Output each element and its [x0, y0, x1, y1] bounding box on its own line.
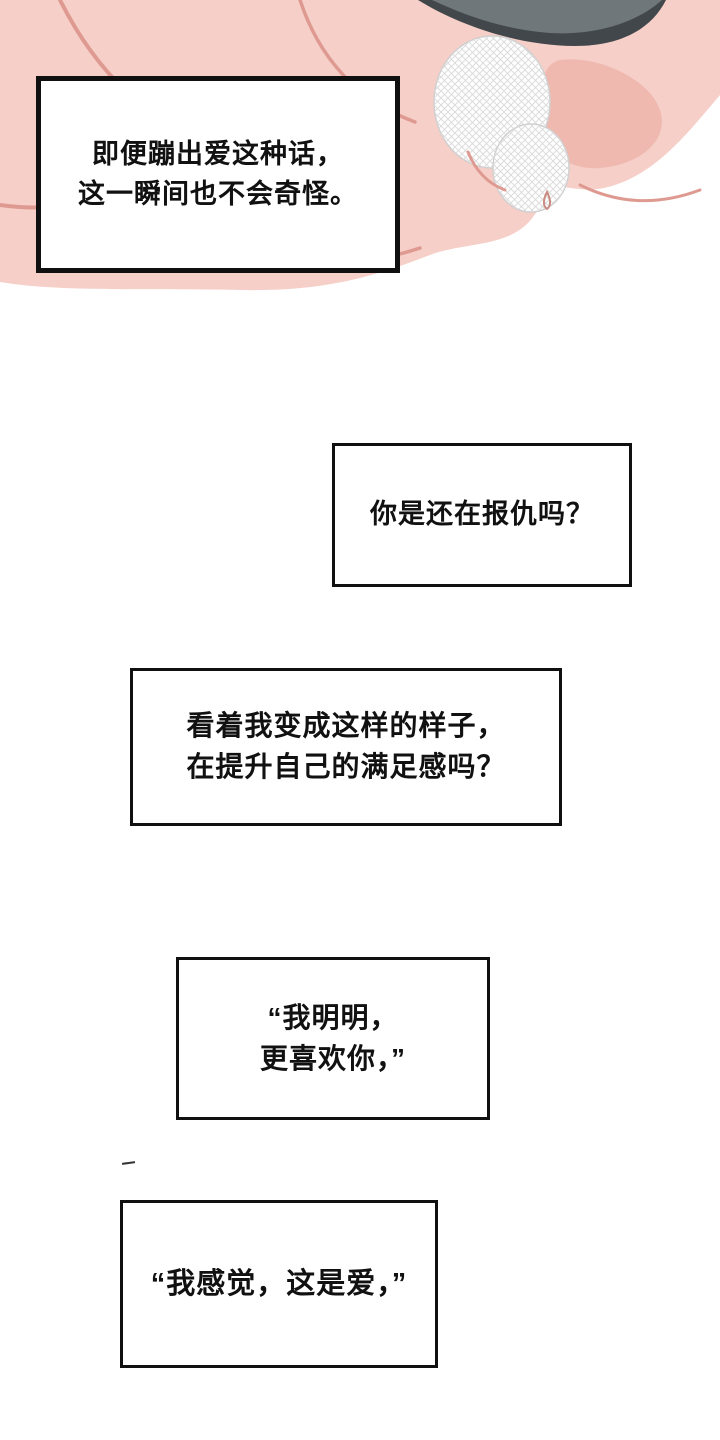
stray-pen-mark: [121, 1161, 136, 1165]
speech-box-4: “我感觉，这是爱，”: [120, 1200, 438, 1368]
speech-line: 你是还在报仇吗？: [370, 499, 594, 530]
contour-line: [466, 150, 507, 192]
speech-line: 更喜欢你，”: [259, 1042, 406, 1074]
speech-line: “我明明，: [267, 1001, 399, 1033]
speech-box-3: “我明明， 更喜欢你，”: [176, 957, 490, 1120]
contour-line: [578, 183, 702, 203]
speech-line: 看着我变成这样的样子，: [186, 710, 506, 742]
hair-highlight: [432, 0, 662, 34]
sweat-drop: [543, 189, 551, 211]
narration-line: 即便蹦出爱这种话，: [92, 139, 344, 170]
skin-shading: [539, 59, 662, 169]
narration-box: 即便蹦出爱这种话， 这一瞬间也不会奇怪。: [36, 76, 400, 273]
speech-box-2: 看着我变成这样的样子， 在提升自己的满足感吗？: [130, 668, 562, 826]
speech-box-1: 你是还在报仇吗？: [332, 443, 632, 587]
mesh-patch: [433, 35, 570, 213]
speech-line: “我感觉，这是爱，”: [150, 1267, 408, 1300]
speech-line: 在提升自己的满足感吗？: [186, 751, 506, 782]
narration-line: 这一瞬间也不会奇怪。: [78, 178, 358, 209]
